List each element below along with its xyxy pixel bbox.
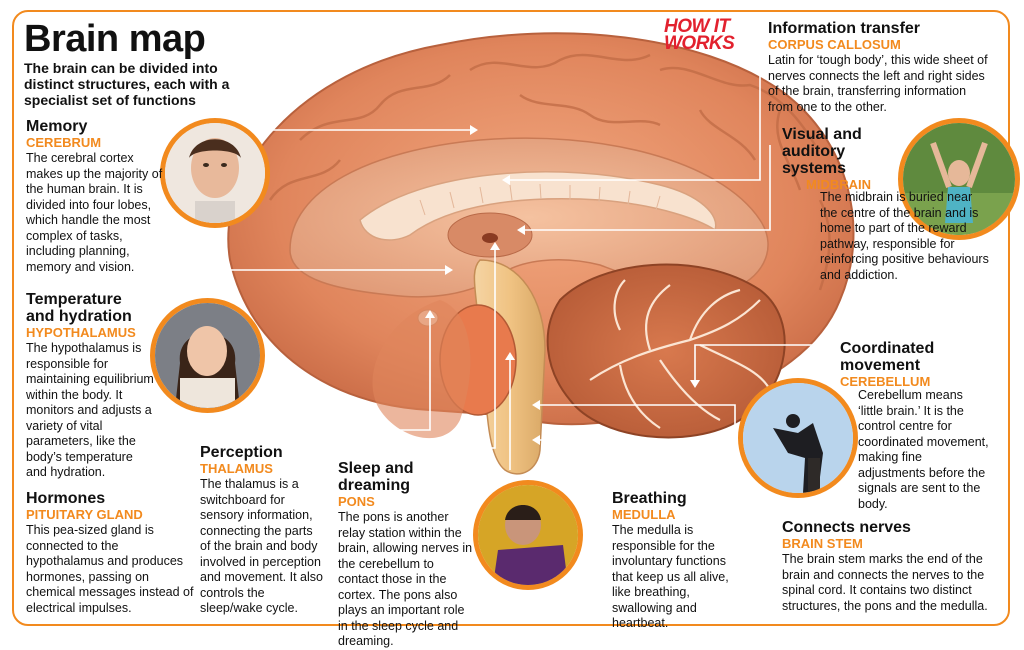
corpus-callosum-fibres bbox=[419, 183, 661, 216]
visual-heading: Visual and auditory systems bbox=[782, 126, 862, 177]
coordinated-photo bbox=[738, 378, 858, 498]
memory-text: The cerebral cortex makes up the majorit… bbox=[26, 151, 163, 274]
page-subtitle: The brain can be divided into distinct s… bbox=[24, 60, 230, 108]
leader-arrowheads bbox=[425, 125, 700, 445]
breathing-text: The medulla is responsible for the invol… bbox=[612, 523, 729, 630]
hormones-heading: Hormones bbox=[26, 490, 106, 507]
temperature-section: Temperature and hydration HYPOTHALAMUS T… bbox=[26, 291, 154, 481]
leader-lines bbox=[102, 29, 840, 530]
memory-photo bbox=[160, 118, 270, 228]
sleep-structure: PONS bbox=[338, 494, 375, 509]
woman-thinking-icon bbox=[165, 123, 265, 223]
connects-structure: BRAIN STEM bbox=[782, 536, 863, 551]
temperature-photo bbox=[150, 298, 265, 413]
parkour-jumper-icon bbox=[743, 383, 853, 493]
logo-line-2: WORKS bbox=[664, 33, 735, 54]
perception-section: Perception THALAMUS The thalamus is a sw… bbox=[200, 444, 325, 617]
temporal-lobe-shape bbox=[372, 300, 471, 439]
perception-structure: THALAMUS bbox=[200, 461, 273, 476]
hormones-text: This pea-sized gland is connected to the… bbox=[26, 523, 194, 615]
coordinated-heading: Coordinated movement bbox=[840, 340, 935, 374]
memory-section: Memory CEREBRUM The cerebral cortex make… bbox=[26, 118, 166, 275]
connects-text: The brain stem marks the end of the brai… bbox=[782, 552, 988, 613]
memory-structure: CEREBRUM bbox=[26, 135, 102, 150]
visual-structure: MIDBRAIN bbox=[806, 177, 871, 192]
memory-heading: Memory bbox=[26, 118, 88, 135]
woman-scarf-icon bbox=[155, 303, 260, 408]
logo-line-1: HOW IT bbox=[664, 16, 730, 37]
visual-text: The midbrain is buried near the centre o… bbox=[820, 190, 989, 282]
sleep-photo bbox=[473, 480, 583, 590]
corpus-callosum-shape bbox=[359, 171, 717, 241]
perception-text: The thalamus is a switchboard for sensor… bbox=[200, 477, 323, 615]
temperature-text: The hypothalamus is responsible for main… bbox=[26, 341, 154, 479]
gyri-lines bbox=[268, 53, 831, 291]
coordinated-section: Coordinated movement CEREBELLUM bbox=[840, 340, 990, 390]
coordinated-structure: CEREBELLUM bbox=[840, 374, 931, 389]
coordinated-text: Cerebellum means ‘little brain.’ It is t… bbox=[858, 388, 989, 511]
perception-heading: Perception bbox=[200, 444, 283, 461]
information-structure: CORPUS CALLOSUM bbox=[768, 37, 901, 52]
how-it-works-logo: HOW IT WORKS bbox=[664, 16, 742, 54]
sleep-text: The pons is another relay station within… bbox=[338, 510, 473, 648]
temperature-heading: Temperature and hydration bbox=[26, 291, 132, 325]
sleep-section: Sleep and dreaming PONS The pons is anot… bbox=[338, 460, 473, 650]
information-heading: Information transfer bbox=[768, 20, 921, 37]
sleep-heading: Sleep and dreaming bbox=[338, 460, 414, 494]
visual-section: Visual and auditory systems MIDBRAIN bbox=[782, 126, 900, 193]
visual-photo bbox=[898, 118, 1020, 240]
temperature-structure: HYPOTHALAMUS bbox=[26, 325, 136, 340]
breathing-heading: Breathing bbox=[612, 490, 687, 507]
breathing-section: Breathing MEDULLA The medulla is respons… bbox=[612, 490, 730, 632]
man-sleeping-icon bbox=[478, 485, 578, 585]
information-section: Information transfer CORPUS CALLOSUM Lat… bbox=[768, 20, 990, 115]
information-text: Latin for ‘tough body’, this wide sheet … bbox=[768, 53, 988, 114]
connects-section: Connects nerves BRAIN STEM The brain ste… bbox=[782, 519, 992, 614]
breathing-structure: MEDULLA bbox=[612, 507, 676, 522]
page-title: Brain map bbox=[24, 18, 206, 60]
hormones-section: Hormones PITUITARY GLAND This pea-sized … bbox=[26, 490, 196, 616]
woman-cheering-icon bbox=[903, 123, 1015, 235]
hormones-structure: PITUITARY GLAND bbox=[26, 507, 143, 522]
connects-heading: Connects nerves bbox=[782, 519, 911, 536]
